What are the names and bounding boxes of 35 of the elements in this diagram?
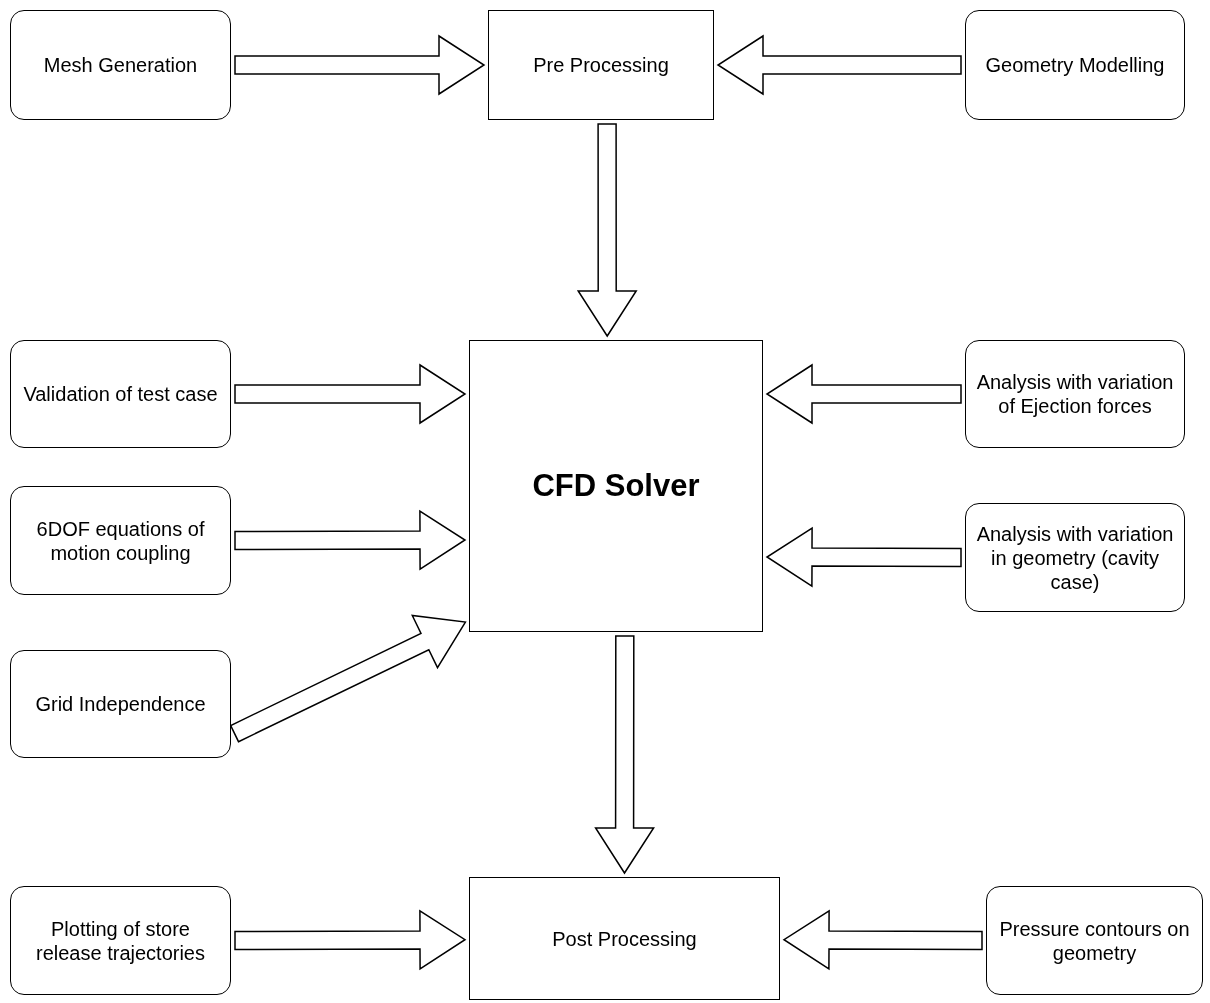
block-arrow <box>782 909 983 971</box>
block-arrow <box>765 363 962 425</box>
block-arrow <box>716 34 962 96</box>
block-arrow <box>234 509 467 571</box>
rounded-box <box>965 503 1185 612</box>
block-arrow <box>234 909 467 971</box>
rounded-box <box>986 886 1203 995</box>
node-label: Pre Processing <box>533 53 669 77</box>
node-label: Geometry Modelling <box>985 53 1165 77</box>
block-arrow <box>594 635 655 875</box>
node-label: 6DOF equations of motion coupling <box>35 516 206 565</box>
process-box <box>469 340 763 632</box>
rounded-box <box>965 10 1185 120</box>
node-label: Post Processing <box>552 926 697 951</box>
block-arrow <box>765 526 962 588</box>
block-arrow <box>576 123 638 338</box>
rounded-box <box>965 340 1185 448</box>
node-label: Grid Independence <box>35 692 206 716</box>
node-label: CFD Solver <box>532 467 700 505</box>
rounded-box <box>10 486 231 595</box>
block-arrow <box>234 34 486 96</box>
node-label: Analysis with variation of Ejection forces <box>975 370 1175 418</box>
node-label: Mesh Generation <box>43 53 198 77</box>
rounded-box <box>10 340 231 448</box>
node-label: Plotting of store release trajectories <box>35 916 206 965</box>
rounded-box <box>10 650 231 758</box>
node-label: Pressure contours on geometry <box>998 916 1191 965</box>
process-box <box>469 877 780 1000</box>
block-arrow <box>234 363 467 425</box>
process-box <box>488 10 714 120</box>
node-label: Analysis with variation in geometry (cavity case) <box>975 521 1175 594</box>
rounded-box <box>10 10 231 120</box>
node-label: Validation of test case <box>23 382 218 406</box>
rounded-box <box>10 886 231 995</box>
block-arrow <box>229 614 467 743</box>
